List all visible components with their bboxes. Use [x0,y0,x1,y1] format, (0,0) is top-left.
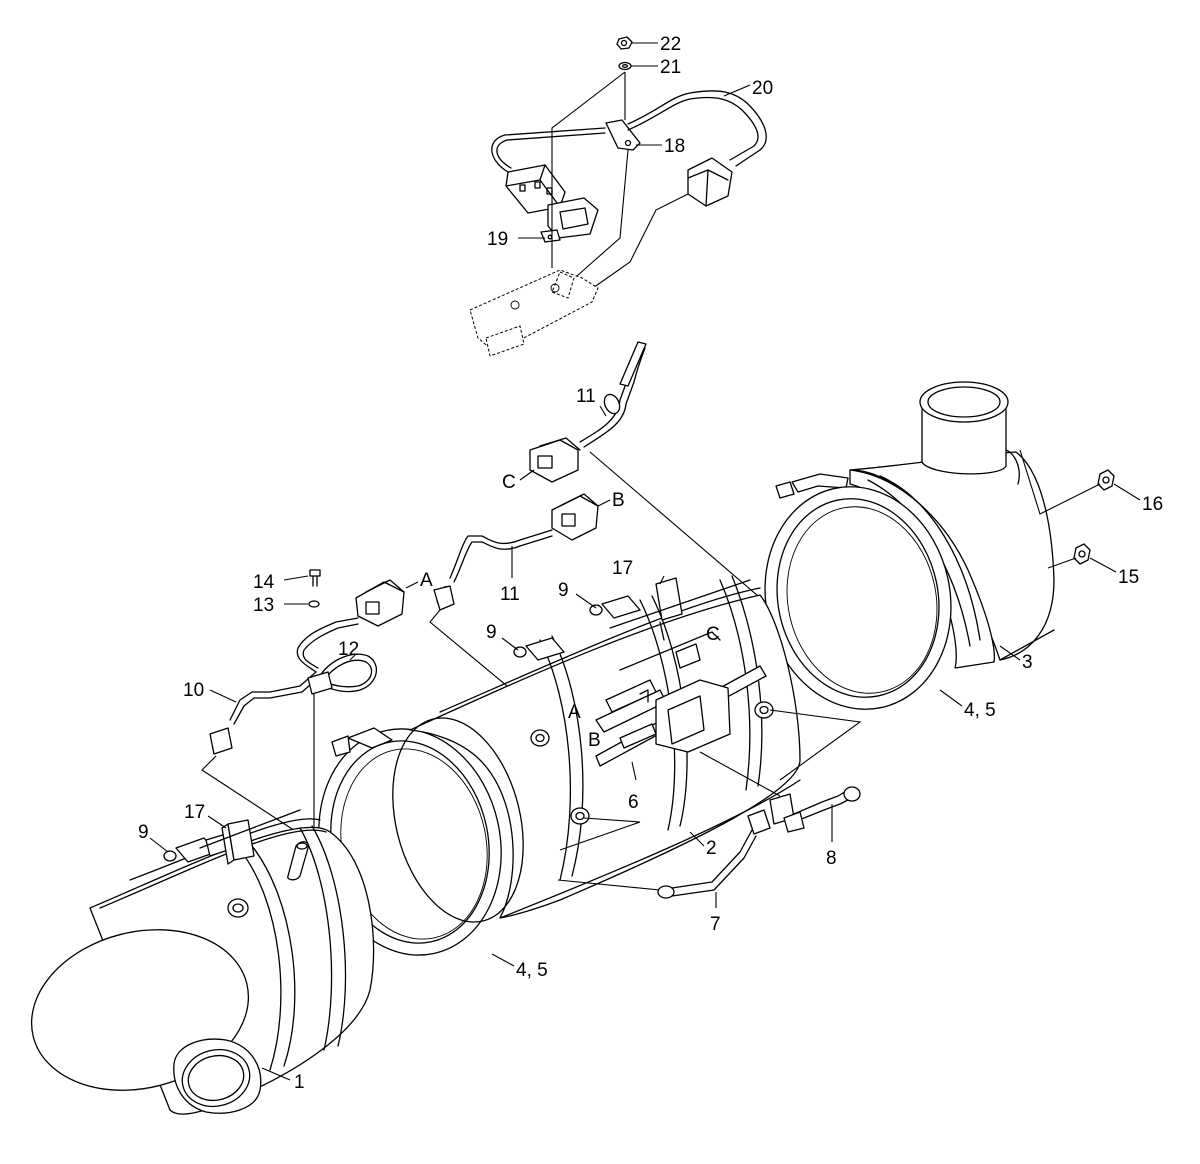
connector-19 [540,197,599,243]
wire-harness-20 [491,90,767,173]
callout-17-left: 17 [184,802,205,823]
connector-label-c-lower: C [706,624,720,645]
connector-20-right [687,157,733,207]
connector-label-c-upper: C [502,472,516,493]
clamp-ring-4-5-right [764,486,952,710]
callouts-lower: 17 9 9 17 9 C A B 6 2 7 8 3 4, 5 4, 5 1 … [138,483,1163,1093]
callout-20: 20 [752,78,773,99]
harness-leader-lines [549,71,689,301]
nut-15 [1073,543,1091,565]
callout-2: 2 [706,838,717,859]
callout-10: 10 [183,680,204,701]
callouts-top: 22 21 20 18 19 [487,34,773,250]
callout-21: 21 [660,57,681,78]
muffler-1 [30,818,375,1115]
callout-22: 22 [660,34,681,55]
callout-18: 18 [664,136,685,157]
sensor-wire-10 [201,579,405,843]
connector-label-b-upper: B [612,490,625,511]
callout-16: 16 [1142,494,1163,515]
connector-label-b-lower: B [588,730,601,751]
callout-17-upper: 17 [612,558,633,579]
callout-19: 19 [487,229,508,250]
connector-label-a-upper: A [420,570,433,591]
clip-9-upper [589,595,641,619]
mounting-plate-6 [595,631,767,767]
callout-12: 12 [338,639,359,660]
clamp-12 [307,653,378,695]
callout-9-mid: 9 [486,622,497,643]
connector-label-a-lower: A [568,702,581,723]
callouts-sensor-a: A 14 13 12 10 [183,570,433,703]
callout-14: 14 [253,572,275,593]
pipe-7 [657,809,771,899]
callout-15: 15 [1118,567,1139,588]
callout-4-5-right: 4, 5 [964,700,996,721]
clip-9-mid [513,637,565,661]
callout-3: 3 [1022,652,1033,673]
nut-22 [616,36,633,50]
callouts-sensor-b: B 11 [500,490,625,605]
callouts-upper-sensor: 11 C [502,386,607,493]
callout-11-mid: 11 [500,584,520,605]
callout-1: 1 [294,1072,305,1093]
washer-21 [618,61,632,71]
bracket-17-upper [609,577,751,641]
callout-11-upper: 11 [576,386,596,407]
callout-13: 13 [253,595,274,616]
harness-assembly-top [469,36,767,357]
sensor-wire-11-mid [429,493,599,731]
callout-9-upper: 9 [558,580,569,601]
washer-13 [308,600,320,608]
bracket-17-left [199,809,301,865]
callout-9-left: 9 [138,822,149,843]
nut-16 [1097,469,1115,491]
bracket-18 [605,119,641,151]
callout-7: 7 [710,914,721,935]
bolt-14 [309,569,321,587]
callout-6: 6 [628,792,639,813]
callout-4-5-left: 4, 5 [516,960,548,981]
hidden-mounting-plate [469,269,599,357]
callout-8: 8 [826,848,837,869]
connector-20-left [505,164,566,214]
housing-3 [775,381,1115,669]
